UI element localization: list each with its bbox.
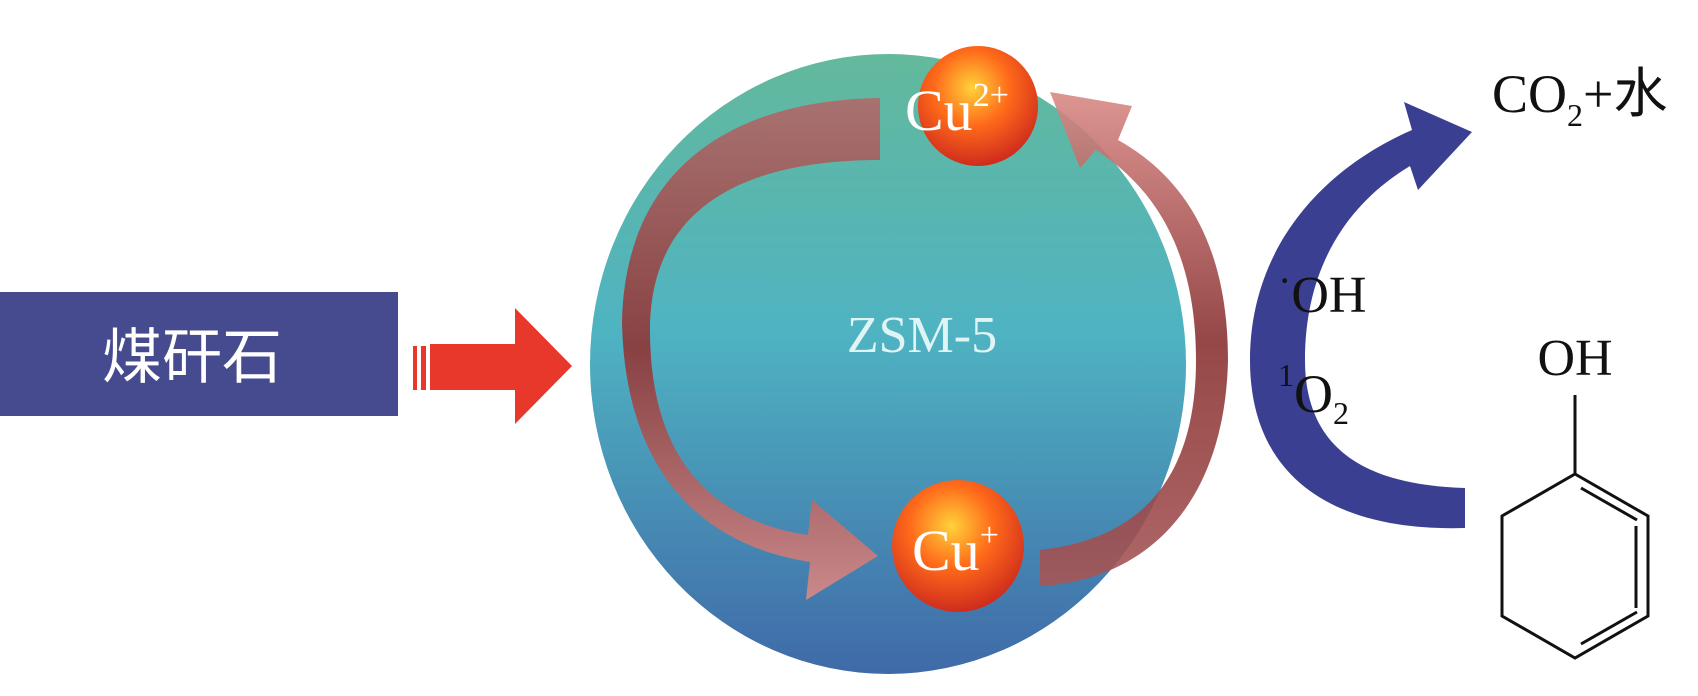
- cu2plus-particle: Cu2+: [905, 46, 1038, 166]
- phenol-structure: [1500, 395, 1650, 660]
- degradation-arrow: [1250, 102, 1472, 529]
- oxidation-arrow: [1040, 92, 1228, 586]
- singlet-oxygen-label: 1O2: [1278, 357, 1349, 431]
- reduction-arrow: [622, 98, 880, 600]
- input-arrow: [413, 308, 572, 424]
- source-box-label: 煤矸石: [102, 323, 282, 393]
- hydroxyl-radical-label: ·OH: [1278, 258, 1366, 324]
- cuplus-particle: Cu+: [892, 480, 1024, 612]
- zeolite-label: ZSM-5: [847, 307, 997, 364]
- product-label: CO2+水: [1492, 64, 1667, 133]
- source-box: 煤矸石: [0, 292, 398, 416]
- cuplus-label: Cu+: [912, 517, 999, 583]
- phenol-oh-label: OH: [1537, 330, 1612, 387]
- cu2plus-label: Cu2+: [905, 77, 1009, 143]
